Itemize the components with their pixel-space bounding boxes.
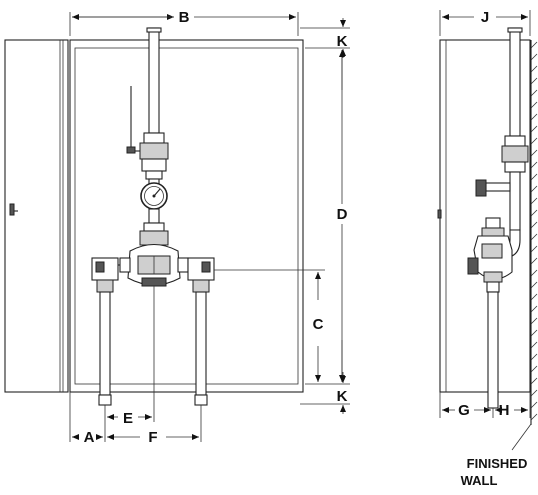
- dimension-k-top: K: [300, 18, 350, 58]
- dimension-f: F: [107, 429, 199, 446]
- finished-wall: FINISHED WALL: [461, 40, 538, 488]
- ball-valve: [126, 86, 169, 180]
- finished-wall-label-line1: FINISHED: [467, 456, 528, 471]
- label-j: J: [481, 9, 489, 26]
- dimension-k-bottom: K: [300, 372, 350, 414]
- left-inlet-pipe: [91, 257, 120, 406]
- dimension-e: E: [107, 410, 152, 427]
- side-thermometer-icon: [475, 179, 511, 197]
- dimension-g: G: [439, 392, 494, 419]
- finished-wall-label-line2: WALL: [461, 473, 498, 488]
- dimension-d: D: [337, 50, 348, 382]
- dimension-j: J: [439, 9, 531, 36]
- label-c: C: [313, 316, 324, 333]
- dimension-a: A: [72, 429, 103, 446]
- mixing-valve-body: [119, 222, 189, 287]
- side-valve-body: [467, 217, 513, 409]
- label-a: A: [84, 429, 95, 446]
- label-d: D: [337, 206, 348, 223]
- outlet-pipe: [146, 27, 162, 134]
- right-inlet-pipe: [187, 257, 215, 406]
- thermometer-gauge-icon: [140, 178, 168, 224]
- label-k-top: K: [337, 33, 348, 50]
- dimension-b: B: [69, 9, 299, 36]
- label-f: F: [148, 429, 157, 446]
- cabinet-front: [69, 39, 304, 393]
- cabinet-side: [437, 39, 531, 393]
- label-g: G: [458, 402, 470, 419]
- dimension-c: C: [214, 269, 350, 385]
- cabinet-door: [4, 39, 69, 393]
- label-h: H: [499, 402, 510, 419]
- door-latch-icon: [9, 203, 18, 216]
- label-b: B: [179, 9, 190, 26]
- dimension-h: H: [495, 392, 531, 419]
- label-k-bottom: K: [337, 388, 348, 405]
- label-e: E: [123, 410, 133, 427]
